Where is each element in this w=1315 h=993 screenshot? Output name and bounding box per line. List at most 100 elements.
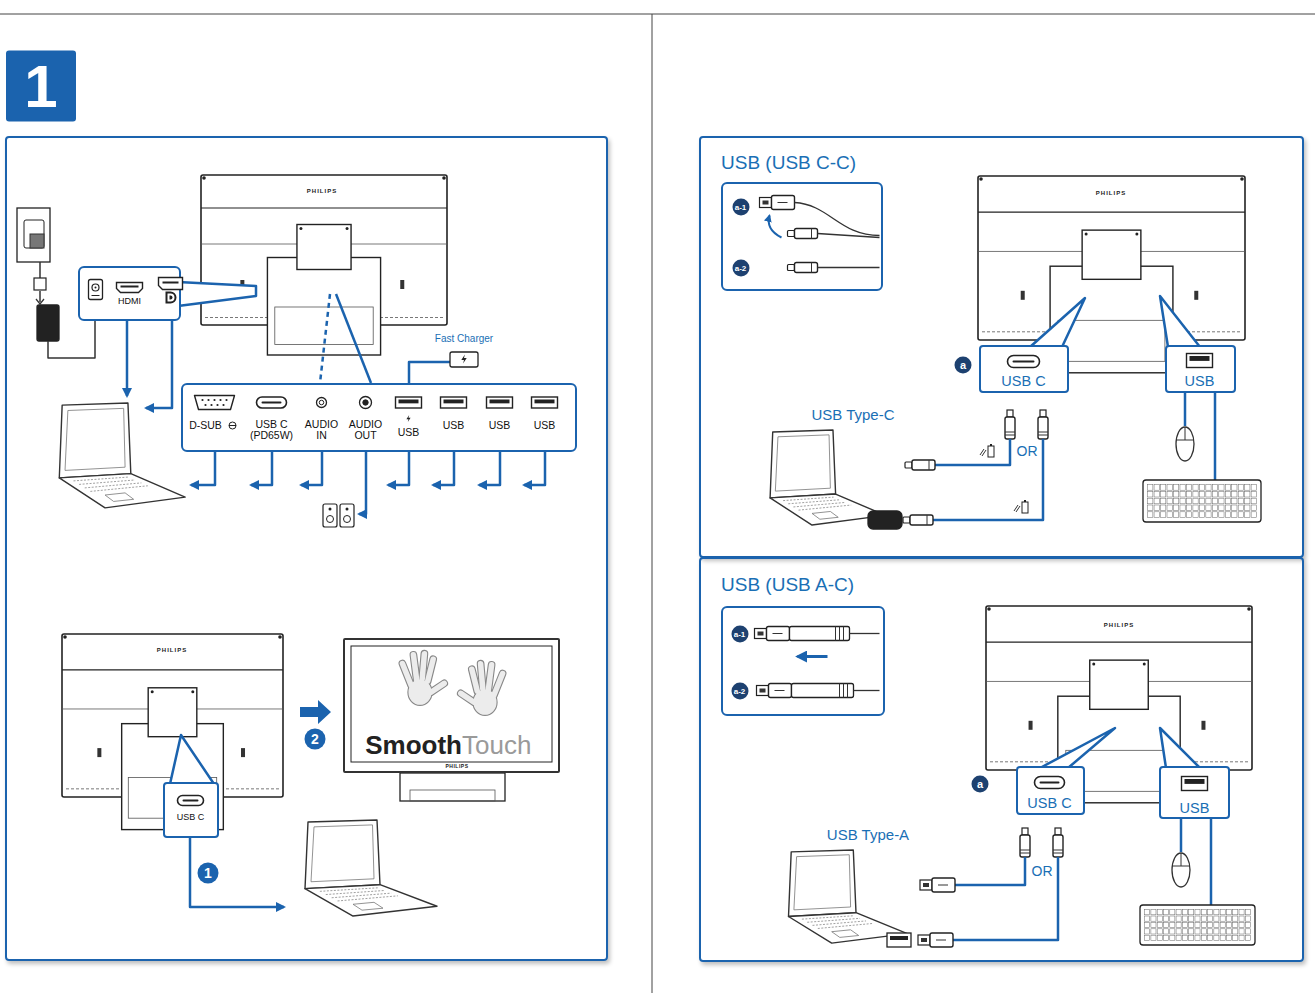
port-slot [97,748,101,757]
keyboard-key [1151,929,1156,934]
usb-a-plug [755,629,767,639]
keyboard-key [1225,498,1230,504]
keyboard-key [1182,935,1187,940]
keyboard-key [1232,498,1237,504]
usb-c-plug [929,460,930,470]
usb-a-plug [775,690,785,691]
illustration [1187,354,1213,368]
laptop-keys [326,890,385,894]
keyboard-key [1176,910,1181,915]
keyboard-key [1238,491,1243,497]
usb-a-port [1187,354,1213,368]
monitor-stand [400,773,505,801]
usb-c-plug [1038,435,1048,436]
usb-a-plug [772,196,795,210]
laptop-keys [802,916,854,919]
keyboard-key [1195,910,1200,915]
keyboard-key [1195,916,1200,921]
usb-adapter [843,627,844,641]
dc-jack [89,280,103,300]
hand [431,683,444,692]
wire [191,452,215,485]
keyboard-key [1226,916,1231,921]
port-slot [241,748,245,757]
d-sub-symbol [229,422,236,429]
keyboard-key [1201,922,1206,927]
keyboard-key [1189,922,1194,927]
keyboard-key [1173,512,1178,518]
keyboard-key [1161,485,1166,491]
usb-c-plug [903,517,910,523]
wire [1210,818,1213,905]
line-art [987,607,991,611]
usb-adapter [790,627,850,641]
battery-symbol [990,444,992,446]
brand-text: Smooth [365,731,462,760]
usb-a-port [444,400,464,404]
line-art [442,176,446,180]
battery-symbol [1022,502,1028,513]
illustration [1035,777,1065,789]
usb-a-plug [760,198,772,208]
laptop-screen [794,855,851,910]
keyboard-key [1170,935,1175,940]
keyboard-key [1193,491,1198,497]
keyboard-key [1167,505,1172,511]
note-label: USB Type-C [811,407,894,424]
port-label: USB [1180,801,1210,817]
usb-a-plug [778,202,788,203]
callout-number: a-1 [731,625,748,642]
brand-logo: PHILIPS [307,188,337,195]
note-label: USB Type-A [827,827,909,844]
hand [481,664,483,689]
port-slot [400,280,404,289]
keyboard-key [1182,929,1187,934]
keyboard-key [1219,498,1224,504]
dc-jack [95,287,97,289]
monitor-hinge [297,225,351,270]
line-art [62,669,283,670]
usb-c-port [183,800,199,802]
keyboard-key [1245,485,1250,491]
port-label: USB [1185,374,1215,390]
page-rule [652,14,653,993]
wire [48,321,95,358]
laptop-keys [90,486,147,492]
usb-c-plug [1038,417,1048,439]
illustration [760,196,880,273]
keyboard-key [1239,910,1244,915]
callout-number: a [955,357,972,374]
d-sub-port [195,396,235,410]
keyboard-key [1148,485,1153,491]
hand [494,674,503,696]
keyboard-key [1225,491,1230,497]
hand [422,654,424,679]
keyboard-key [1176,929,1181,934]
usb-c-plug [1055,828,1061,835]
line-art [1085,233,1088,236]
mouse [1172,853,1190,887]
usb-a-plug [773,633,783,634]
wire [39,262,41,278]
keyboard-key [1167,498,1172,504]
usb-c-plug [811,229,812,239]
keyboard-key [1208,916,1213,921]
port-label: USB C (PD65W) [245,419,299,442]
usb-adapter [843,684,844,698]
usb-c-plug [905,462,912,468]
panel-title: USB (USB A-C) [721,575,854,596]
keyboard-key [1193,512,1198,518]
usb-adapter [839,684,840,698]
callout-pointer [1160,296,1200,347]
keyboard-key [1182,910,1187,915]
keyboard-key [1238,485,1243,491]
laptop-keys [79,480,135,484]
keyboard-key [1154,491,1159,497]
usb-c-plug [1005,432,1015,433]
keyboard-key [1151,916,1156,921]
line-art [1143,663,1146,666]
monitor-hinge [148,688,197,737]
cable [818,234,880,238]
keyboard-key [1186,498,1191,504]
port-label: USB [534,420,556,432]
